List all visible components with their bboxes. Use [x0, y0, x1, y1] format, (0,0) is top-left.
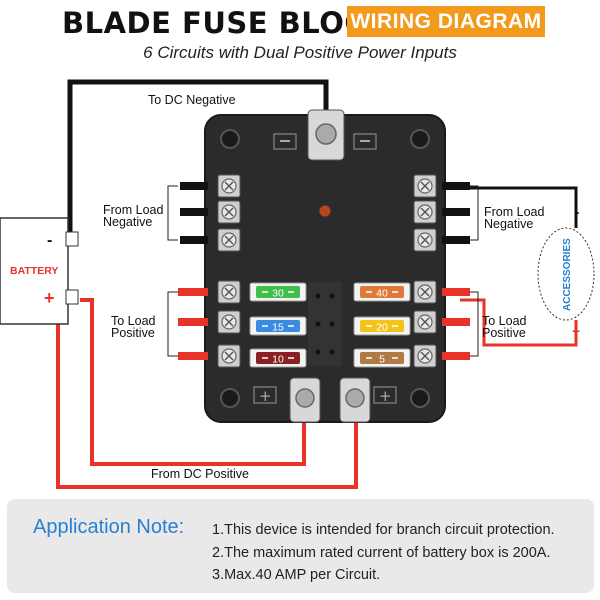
positive-stud-icon: [345, 388, 365, 408]
terminal-screws: [167, 174, 479, 368]
negative-stud-icon: [315, 123, 337, 145]
fuse-left-1: 30: [249, 282, 307, 302]
battery-label: BATTERY: [10, 265, 58, 277]
battery-plus-label: +: [44, 288, 55, 308]
positive-terminal-screw-icon: [413, 344, 437, 368]
mount-hole-icon: [410, 388, 430, 408]
fuse-rating-label: 5: [379, 354, 385, 366]
negative-terminal-screw-icon: [217, 200, 241, 224]
mount-hole-icon: [220, 129, 240, 149]
negative-wire-stub: [180, 236, 208, 244]
negative-terminal-screw-icon: [217, 174, 241, 198]
note-line-2: 2.The maximum rated current of battery b…: [212, 544, 551, 561]
accessory-negative-wire: [442, 186, 578, 228]
note-line-1: 1.This device is intended for branch cir…: [212, 522, 555, 538]
fuse-right-3: 5: [353, 348, 411, 368]
positive-wire-stub: [178, 318, 208, 326]
negative-wire-stub: [180, 208, 208, 216]
application-note-lines: 1.This device is intended for branch cir…: [212, 519, 555, 587]
note-line-3: 3.Max.40 AMP per Circuit.: [212, 567, 381, 583]
dc-negative-wire: [67, 79, 329, 235]
plus-icon: +: [379, 387, 392, 405]
positive-wire-stub: [442, 318, 470, 326]
accessories-device: ACCESSORIES - +: [537, 204, 595, 339]
fuse-left-3: 10: [249, 348, 307, 368]
positive-terminal-screw-icon: [413, 310, 437, 334]
positive-wire-stub: [442, 288, 470, 296]
left-positive-bracket: [167, 291, 178, 357]
positive-wire-stub: [178, 352, 208, 360]
accessories-minus-label: -: [574, 204, 579, 221]
fuse-block: + +: [204, 109, 446, 423]
fuses: 30 15 10 40 20 5: [249, 282, 411, 368]
fuse-right-2: 20: [353, 316, 411, 336]
fuse-rating-label: 15: [272, 322, 284, 334]
positive-terminal-screw-icon: [413, 280, 437, 304]
negative-wire-stub: [442, 208, 470, 216]
wiring-diagram: - BATTERY + ACCESSORIES - + +: [0, 79, 595, 489]
positive-terminal-screw-icon: [217, 344, 241, 368]
positive-wire-stub: [442, 352, 470, 360]
left-negative-bracket: [167, 185, 178, 241]
fuse-left-2: 15: [249, 316, 307, 336]
accessories-plus-label: +: [572, 323, 580, 339]
negative-wire-stub: [180, 182, 208, 190]
fuse-rating-label: 20: [376, 322, 388, 334]
positive-stud-icon: [295, 388, 315, 408]
negative-terminal-screw-icon: [217, 228, 241, 252]
wiring-diagram-badge: WIRING DIAGRAM: [347, 6, 545, 37]
right-negative-bracket: [470, 185, 479, 241]
accessories-label: ACCESSORIES: [562, 238, 573, 311]
negative-wire-stub: [442, 182, 470, 190]
right-positive-bracket: [470, 291, 479, 357]
fuse-right-1: 40: [353, 282, 411, 302]
negative-wire-stub: [442, 236, 470, 244]
plus-icon: +: [259, 387, 272, 405]
mount-hole-icon: [410, 129, 430, 149]
fuse-rating-label: 10: [272, 354, 284, 366]
positive-terminal-screw-icon: [217, 310, 241, 334]
header: BLADE FUSE BLOCK WIRING DIAGRAM 6 Circui…: [0, 0, 600, 70]
fuse-rating-label: 40: [376, 288, 388, 300]
battery-minus-label: -: [47, 232, 52, 249]
battery: - BATTERY +: [0, 217, 79, 325]
fuse-rating-label: 30: [272, 288, 284, 300]
to-dc-negative-label: To DC Negative: [148, 93, 236, 107]
from-dc-positive-label: From DC Positive: [151, 467, 249, 481]
indicator-led-icon: [318, 204, 332, 218]
dc-positive-wire-inner: [80, 298, 306, 466]
negative-terminal-screw-icon: [413, 200, 437, 224]
mount-hole-icon: [220, 388, 240, 408]
positive-wire-stub: [178, 288, 208, 296]
subtitle: 6 Circuits with Dual Positive Power Inpu…: [143, 43, 457, 62]
negative-terminal-screw-icon: [413, 228, 437, 252]
negative-terminal-screw-icon: [413, 174, 437, 198]
application-note-label: Application Note:: [33, 516, 185, 538]
page-title: BLADE FUSE BLOCK: [62, 6, 390, 40]
application-note: Application Note: 1.This device is inten…: [7, 499, 594, 593]
positive-terminal-screw-icon: [217, 280, 241, 304]
accessory-positive-wire: [460, 298, 578, 347]
